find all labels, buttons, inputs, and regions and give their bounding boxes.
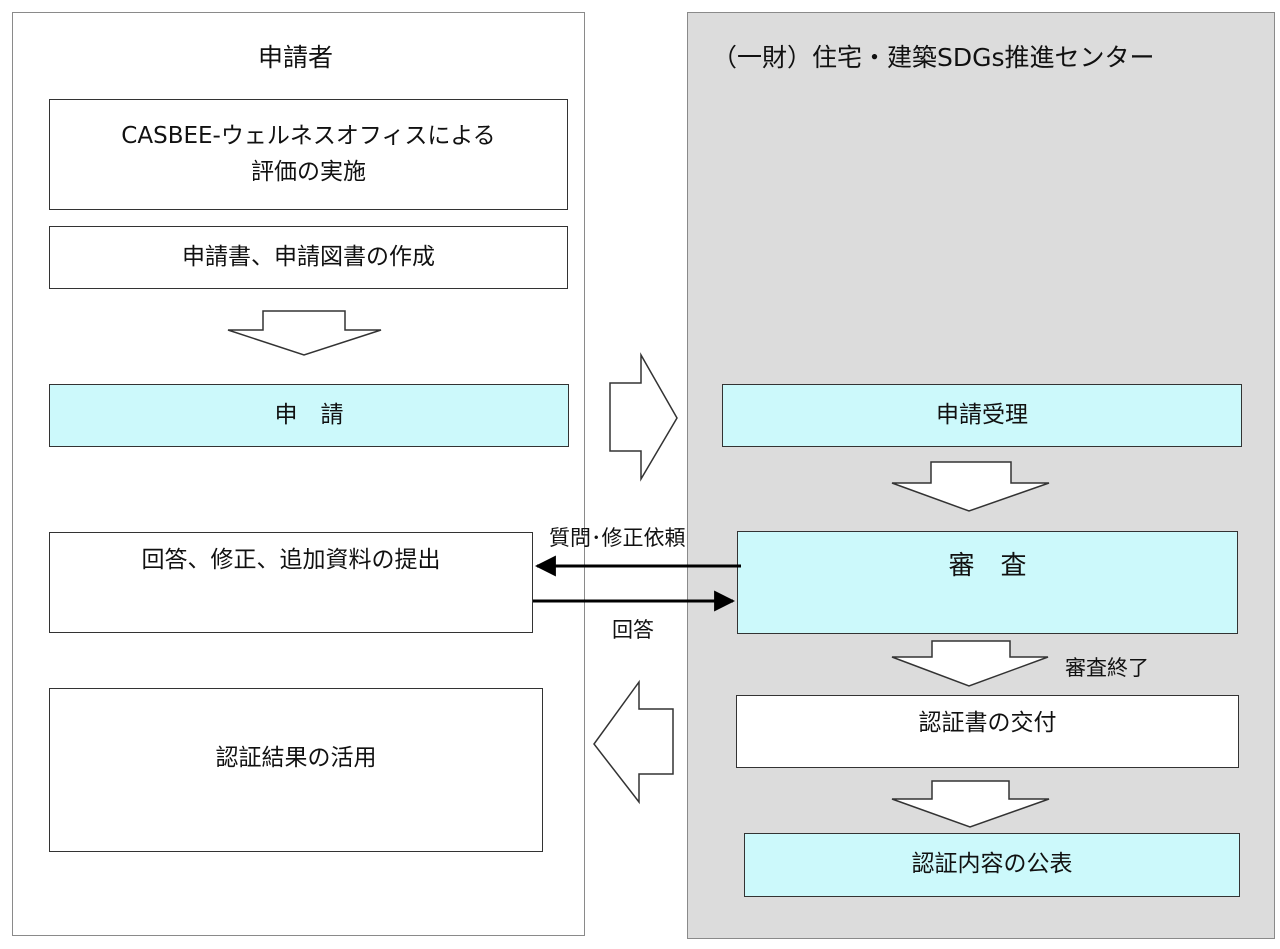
application-box: 申 請: [49, 384, 569, 447]
applicant-lane-title: 申請者: [258, 43, 334, 72]
review-complete-label: 審査終了: [1065, 656, 1149, 680]
center-lane-title: （一財）住宅・建築SDGs推進センター: [712, 43, 1155, 72]
use-results-label: 認証結果の活用: [215, 745, 377, 771]
question-request-label: 質問･修正依頼: [549, 526, 686, 550]
evaluation-box-line2: 評価の実施: [250, 158, 366, 185]
use-results-box: 認証結果の活用: [49, 688, 543, 852]
review-box: 審 査: [737, 531, 1238, 634]
response-box: 回答、修正、追加資料の提出: [49, 532, 533, 633]
certificate-box: 認証書の交付: [736, 695, 1239, 768]
receipt-box: 申請受理: [722, 384, 1242, 447]
evaluation-box-line1: CASBEE-ウェルネスオフィスによる: [121, 122, 496, 149]
evaluation-box: CASBEE-ウェルネスオフィスによる 評価の実施: [49, 99, 568, 210]
center-lane: [687, 12, 1275, 939]
right-arrow-icon: [609, 352, 678, 482]
document-preparation-box: 申請書、申請図書の作成: [49, 226, 568, 289]
left-arrow-icon: [593, 679, 674, 805]
answer-label: 回答: [612, 618, 654, 642]
publish-box: 認証内容の公表: [744, 833, 1240, 897]
